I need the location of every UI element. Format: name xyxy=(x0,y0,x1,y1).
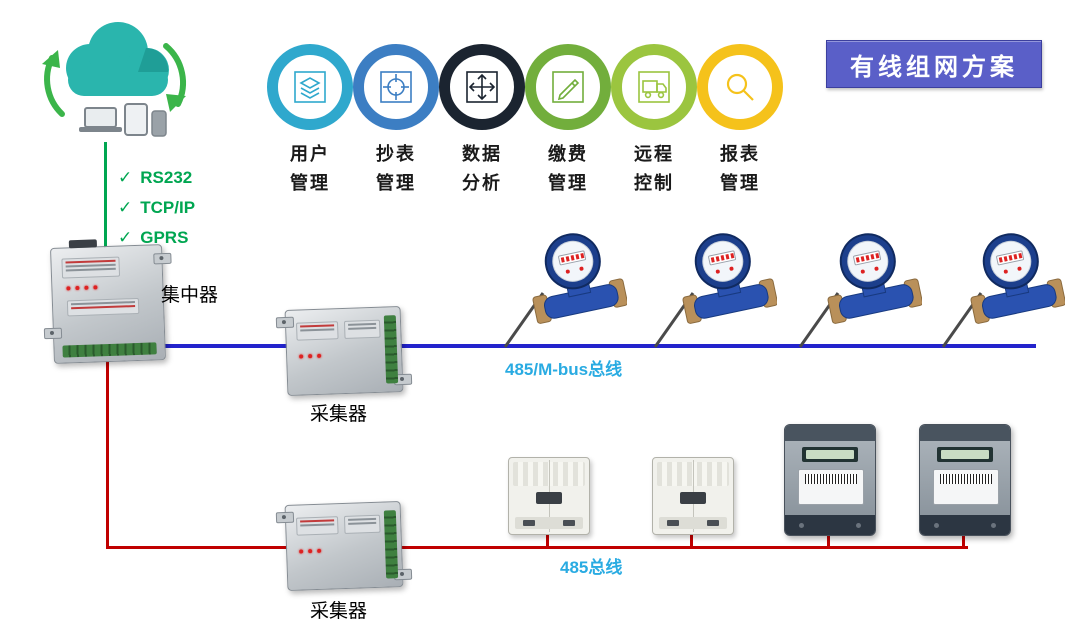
stub-emeter-1 xyxy=(827,534,830,548)
barcode xyxy=(805,474,857,484)
meter-lcd xyxy=(937,447,993,462)
layers-icon xyxy=(291,68,329,106)
stub-din-1 xyxy=(546,532,549,548)
device-sticker xyxy=(343,514,381,534)
status-leds xyxy=(66,285,98,291)
feature-ring xyxy=(611,44,697,130)
feature-ring xyxy=(525,44,611,130)
feature-user-management: 用户 管理 xyxy=(266,44,354,198)
feature-meter-reading: 抄表 管理 xyxy=(352,44,440,198)
din-rail-module xyxy=(508,457,590,535)
meter-nameplate xyxy=(933,469,999,505)
check-icon: ✓ xyxy=(118,198,133,217)
protocol-item-tcpip: ✓ TCP/IP xyxy=(118,193,195,223)
bus-line-485 xyxy=(106,546,968,549)
feature-label: 缴费 管理 xyxy=(548,144,588,193)
protocol-label: GPRS xyxy=(140,228,189,247)
water-meter xyxy=(935,231,1066,351)
protocol-label: TCP/IP xyxy=(140,198,196,217)
status-leds xyxy=(299,548,322,554)
water-meter-icon xyxy=(798,233,923,348)
din-rail-module xyxy=(652,457,734,535)
concentrator-device xyxy=(43,239,172,364)
terminal-block xyxy=(383,315,399,384)
feature-payment-management: 缴费 管理 xyxy=(524,44,612,198)
feature-label: 远程 控制 xyxy=(634,144,674,193)
feature-ring xyxy=(439,44,525,130)
feature-data-analysis: 数据 分析 xyxy=(438,44,526,198)
expand-arrows-icon xyxy=(463,68,501,106)
truck-icon xyxy=(635,68,673,106)
collector-device-bottom xyxy=(275,501,413,591)
water-meter xyxy=(497,231,628,351)
feature-label: 抄表 管理 xyxy=(376,144,416,193)
cloud-to-concentrator-line xyxy=(104,142,107,250)
water-meter-icon xyxy=(941,233,1066,348)
serial-port xyxy=(68,239,98,249)
water-meter xyxy=(647,231,778,351)
electric-meter xyxy=(784,424,876,536)
collector-bottom-label: 采集器 xyxy=(310,601,368,622)
bus-label-485: 485总线 xyxy=(560,558,623,577)
protocol-item-rs232: ✓ RS232 xyxy=(118,163,195,193)
status-leds xyxy=(299,353,322,359)
feature-label: 报表 管理 xyxy=(720,144,760,193)
terminal-cover xyxy=(785,515,875,535)
collector-device-top xyxy=(275,306,413,396)
electric-meter xyxy=(919,424,1011,536)
protocol-label: RS232 xyxy=(140,168,193,187)
mounting-ear xyxy=(275,316,295,329)
mounting-ear xyxy=(153,252,172,265)
stub-emeter-2 xyxy=(962,534,965,548)
page-title: 有线组网方案 xyxy=(826,40,1042,88)
cloud-platform xyxy=(28,12,200,150)
feature-label: 用户 管理 xyxy=(290,144,330,193)
device-sticker xyxy=(66,297,140,317)
check-icon: ✓ xyxy=(118,168,133,187)
meter-lcd xyxy=(802,447,858,462)
protocol-item-gprs: ✓ GPRS xyxy=(118,223,195,253)
stub-din-2 xyxy=(690,532,693,548)
feature-remote-control: 远程 控制 xyxy=(610,44,698,198)
water-meter-icon xyxy=(653,233,778,348)
module-display xyxy=(680,492,706,504)
search-icon xyxy=(721,68,759,106)
barcode xyxy=(940,474,992,484)
terminal-block xyxy=(62,342,157,358)
feature-label: 数据 分析 xyxy=(462,144,502,193)
terminal-block xyxy=(383,510,399,579)
device-sticker xyxy=(61,256,121,279)
concentrator-label: 集中器 xyxy=(161,285,219,306)
feature-ring xyxy=(353,44,439,130)
meter-nameplate xyxy=(798,469,864,505)
water-meter-icon xyxy=(503,233,628,348)
check-icon: ✓ xyxy=(118,228,133,247)
collector-top-label: 采集器 xyxy=(310,404,368,425)
bus-label-485-mbus: 485/M-bus总线 xyxy=(505,360,623,379)
feature-report-management: 报表 管理 xyxy=(696,44,784,198)
feature-ring xyxy=(267,44,353,130)
device-sticker xyxy=(343,319,381,339)
mounting-ear xyxy=(43,327,63,340)
protocol-list: ✓ RS232 ✓ TCP/IP ✓ GPRS xyxy=(118,163,195,253)
terminal-cover xyxy=(920,515,1010,535)
cloud-icon xyxy=(42,22,186,137)
device-sticker xyxy=(295,321,339,341)
mounting-ear xyxy=(275,511,295,524)
pen-icon xyxy=(549,68,587,106)
bus-drop-line-red xyxy=(106,348,109,549)
device-sticker xyxy=(295,516,339,536)
module-display xyxy=(536,492,562,504)
feature-ring xyxy=(697,44,783,130)
bus-line-485-mbus xyxy=(106,344,1036,348)
water-meter xyxy=(792,231,923,351)
target-icon xyxy=(377,68,415,106)
